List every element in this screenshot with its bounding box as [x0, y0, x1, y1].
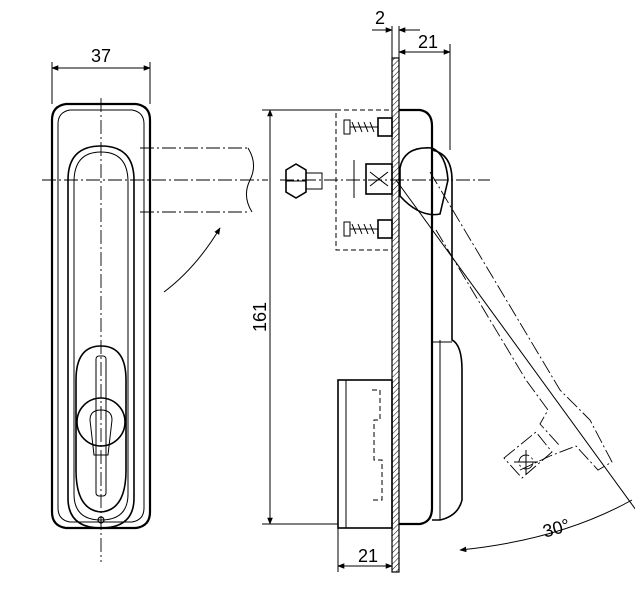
housing-inner-outline: [57, 109, 145, 523]
cylinder-hidden: [372, 389, 383, 501]
housing-outline: [50, 102, 152, 530]
fixing-nut: [285, 163, 323, 199]
dimension-depth-top-label: 21: [418, 32, 438, 52]
handle-profile-inner: [432, 340, 452, 520]
dimension-depth-bottom-label: 21: [358, 546, 378, 566]
lower-screw: [343, 219, 393, 239]
dimension-width-label: 37: [91, 46, 111, 66]
rotation-arrow: [163, 227, 221, 293]
latch-block: [353, 160, 393, 198]
upper-screw: [343, 117, 393, 137]
mounting-panel: [391, 57, 400, 573]
handle-profile: [431, 149, 463, 521]
side-view: 30° 2 21 161 21: [250, 8, 635, 573]
lock-keyway: [89, 409, 113, 456]
angle-label: 30°: [541, 515, 573, 542]
cylinder-housing: [337, 379, 393, 529]
swung-handle-phantom-inner: [435, 229, 561, 447]
housing-profile: [399, 108, 434, 526]
handle-phantom-break: [246, 147, 254, 213]
handle-slot-inner: [73, 151, 129, 521]
handle-slot: [67, 145, 135, 529]
handle-grip: [75, 345, 127, 513]
dimension-height-label: 161: [250, 302, 270, 332]
swung-cylinder-phantom: [503, 431, 553, 479]
handle-pivot: [399, 147, 449, 216]
front-view: 37: [42, 46, 268, 562]
dimension-panel-label: 2: [375, 8, 385, 28]
swung-handle-phantom: [429, 171, 613, 471]
angle-arc: [459, 499, 633, 553]
